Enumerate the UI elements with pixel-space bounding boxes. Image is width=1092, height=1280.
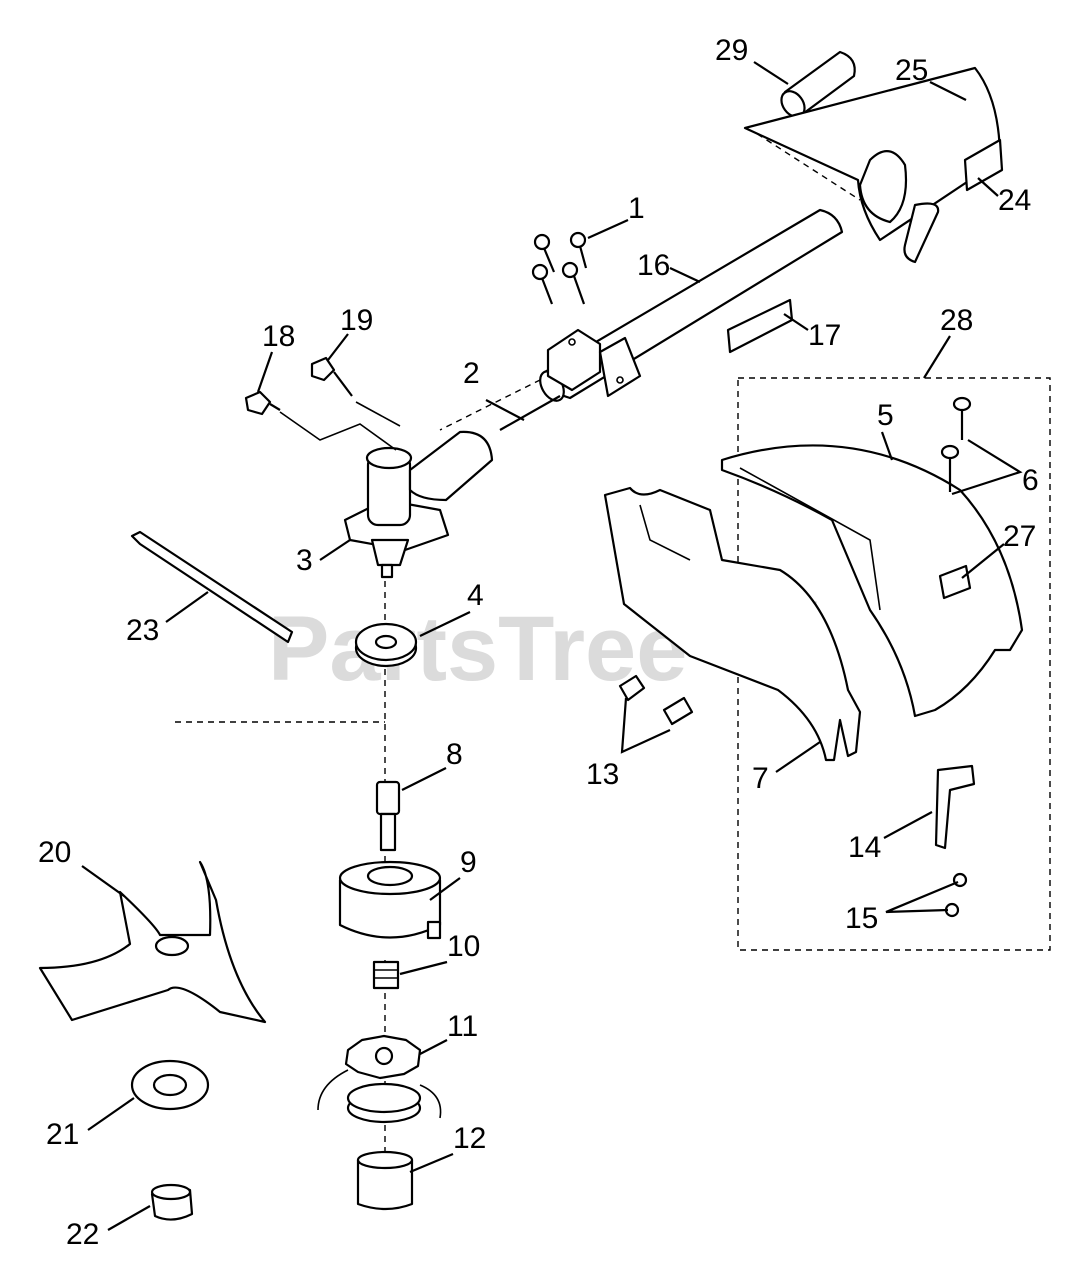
callout-16: 16 <box>637 249 701 283</box>
part-22-nut <box>150 1183 194 1221</box>
svg-text:4: 4 <box>467 579 484 612</box>
callout-29: 29 <box>715 34 789 85</box>
callout-14: 14 <box>848 811 933 864</box>
part-27-decal <box>938 564 972 600</box>
callout-4: 4 <box>419 579 484 637</box>
part-18-screw <box>244 390 397 451</box>
part-10-spring <box>372 960 400 990</box>
svg-text:29: 29 <box>715 34 748 67</box>
callouts: 1 2 3 4 5 6 7 8 9 10 11 12 13 14 15 16 1… <box>38 34 1039 1251</box>
svg-text:18: 18 <box>262 320 295 353</box>
svg-text:27: 27 <box>1003 520 1036 553</box>
part-12-bump-knob <box>356 1150 414 1211</box>
svg-text:13: 13 <box>586 758 619 791</box>
part-6-screws <box>940 396 972 492</box>
part-15-nuts <box>944 872 968 918</box>
svg-text:7: 7 <box>752 762 769 795</box>
svg-text:21: 21 <box>46 1118 79 1151</box>
callout-2: 2 <box>463 357 525 421</box>
callout-22: 22 <box>66 1205 151 1251</box>
part-5-guard-shield <box>720 444 1024 718</box>
part-25-upper-tube <box>743 66 1002 264</box>
svg-text:28: 28 <box>940 304 973 337</box>
callout-1: 1 <box>587 192 645 240</box>
part-29-sleeve <box>780 50 856 118</box>
part-17-decal <box>726 298 794 354</box>
callout-28: 28 <box>923 304 973 379</box>
svg-text:5: 5 <box>877 399 894 432</box>
svg-text:19: 19 <box>340 304 373 337</box>
callout-7: 7 <box>752 741 821 795</box>
svg-text:8: 8 <box>446 738 463 771</box>
callout-3: 3 <box>296 539 351 577</box>
callout-8: 8 <box>401 738 463 791</box>
part-2-drive-shaft <box>499 395 561 431</box>
callout-6: 6 <box>951 439 1039 497</box>
svg-text:23: 23 <box>126 614 159 647</box>
svg-text:1: 1 <box>628 192 645 225</box>
watermark: PartsTree TM <box>268 598 817 700</box>
svg-text:6: 6 <box>1022 464 1039 497</box>
svg-text:14: 14 <box>848 831 881 864</box>
watermark-text: PartsTree <box>268 598 687 700</box>
svg-text:11: 11 <box>447 1010 478 1043</box>
callout-24: 24 <box>977 177 1031 217</box>
assembly-lines <box>175 127 1051 1180</box>
callout-25: 25 <box>895 54 967 101</box>
part-24-label-decal <box>963 138 1004 192</box>
svg-text:9: 9 <box>460 846 477 879</box>
part-19-screw <box>310 356 401 427</box>
callout-15: 15 <box>845 880 959 935</box>
part-20-blade <box>38 860 267 1024</box>
svg-text:24: 24 <box>998 184 1031 217</box>
callout-13: 13 <box>586 697 671 791</box>
callout-21: 21 <box>46 1097 135 1151</box>
callout-23: 23 <box>126 591 209 647</box>
svg-text:25: 25 <box>895 54 928 87</box>
callout-9: 9 <box>429 846 477 901</box>
part-3-gearbox <box>343 430 494 579</box>
part-7-guard-bracket <box>603 486 862 762</box>
callout-27: 27 <box>961 520 1036 579</box>
kit-28-box <box>737 377 1051 951</box>
svg-text:15: 15 <box>845 902 878 935</box>
part-11-spool <box>317 1034 442 1124</box>
part-21-washer <box>130 1059 210 1111</box>
part-4-bearing <box>354 622 418 668</box>
svg-text:3: 3 <box>296 544 313 577</box>
part-9-head-housing <box>338 860 442 940</box>
callout-19: 19 <box>327 304 373 361</box>
callout-18: 18 <box>256 320 295 393</box>
svg-text:10: 10 <box>447 930 480 963</box>
part-8-adapter <box>375 780 401 852</box>
svg-text:2: 2 <box>463 357 480 390</box>
callout-10: 10 <box>399 930 480 976</box>
svg-text:16: 16 <box>637 249 670 282</box>
svg-text:12: 12 <box>453 1122 486 1155</box>
callout-11: 11 <box>419 1010 478 1055</box>
part-14-line-cutter <box>934 764 976 850</box>
svg-text:22: 22 <box>66 1218 99 1251</box>
callout-20: 20 <box>38 836 125 897</box>
callout-17: 17 <box>783 313 841 352</box>
part-23-wrench <box>130 530 294 644</box>
part-13-clips <box>618 674 694 726</box>
callout-5: 5 <box>877 399 894 461</box>
svg-text:17: 17 <box>808 319 841 352</box>
svg-text:20: 20 <box>38 836 71 869</box>
callout-12: 12 <box>409 1122 486 1174</box>
part-1-screws <box>531 231 588 305</box>
tube-clamp <box>546 328 642 398</box>
